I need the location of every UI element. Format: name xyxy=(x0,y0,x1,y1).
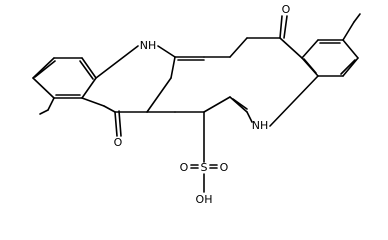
bond-38 xyxy=(342,39,359,59)
bond-18 xyxy=(157,45,176,58)
bond-21 xyxy=(170,56,176,79)
atom-label-nh-bottom: NH xyxy=(252,119,269,132)
bond-35 xyxy=(301,39,319,59)
bond-40 xyxy=(340,59,356,75)
atom-label-o-bottom: O xyxy=(114,136,123,149)
bond-44 xyxy=(342,21,355,41)
bond-13 xyxy=(103,105,116,113)
atom-label-oh: OH xyxy=(196,193,213,206)
bond-30 xyxy=(229,37,248,58)
bond-26 xyxy=(203,96,231,113)
bond-4 xyxy=(81,57,97,79)
bond-15 xyxy=(118,110,122,137)
bond-32 xyxy=(279,15,283,39)
bond-43 xyxy=(303,58,317,74)
bond-39 xyxy=(342,57,359,77)
bond-34 xyxy=(279,37,303,59)
bond-46 xyxy=(246,111,253,123)
bond-5 xyxy=(79,60,94,80)
bond-11 xyxy=(39,109,49,115)
atom-label-nh-top: NH xyxy=(140,39,157,52)
atom-labels: NH NH O O S O O OH xyxy=(114,3,291,206)
bond-2 xyxy=(34,60,56,78)
bond-33 xyxy=(283,15,288,39)
atom-label-o-top: O xyxy=(282,3,291,16)
atom-label-s: S xyxy=(201,161,208,174)
bond-9 xyxy=(32,77,55,99)
bond-1 xyxy=(32,57,55,79)
bond-12 xyxy=(81,97,105,107)
atom-label-o-sulfonyl-left: O xyxy=(180,161,189,174)
bond-22 xyxy=(146,77,172,113)
bond-45 xyxy=(353,13,361,23)
bond-lines xyxy=(32,13,361,193)
structural-formula: NH NH O O S O O OH xyxy=(32,3,361,206)
bond-10 xyxy=(47,97,55,111)
bond-14 xyxy=(114,111,118,137)
bond-6 xyxy=(81,77,97,99)
bond-28 xyxy=(232,98,248,110)
bond-17 xyxy=(95,45,139,79)
atom-label-o-sulfonyl-right: O xyxy=(220,161,229,174)
bond-47 xyxy=(269,75,319,127)
